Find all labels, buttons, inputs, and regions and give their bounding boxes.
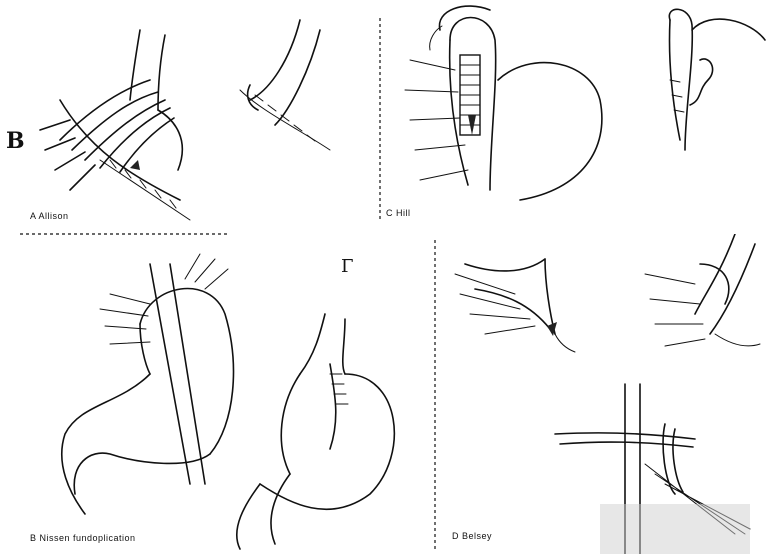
- panel-b-label: B Nissen fundoplication: [30, 533, 136, 543]
- panel-d-label: D Belsey: [452, 531, 492, 541]
- stray-mark-top: Γ: [341, 256, 354, 277]
- panel-d-belsey-drawing: [435, 234, 780, 554]
- stray-letter-left: B: [6, 128, 25, 154]
- panel-a-label: A Allison: [30, 211, 69, 221]
- panel-c-hill-drawing: [380, 0, 780, 230]
- panel-a-allison-drawing: [0, 0, 380, 230]
- panel-b-nissen-drawing: [0, 234, 440, 554]
- panel-c-label: C Hill: [386, 208, 411, 218]
